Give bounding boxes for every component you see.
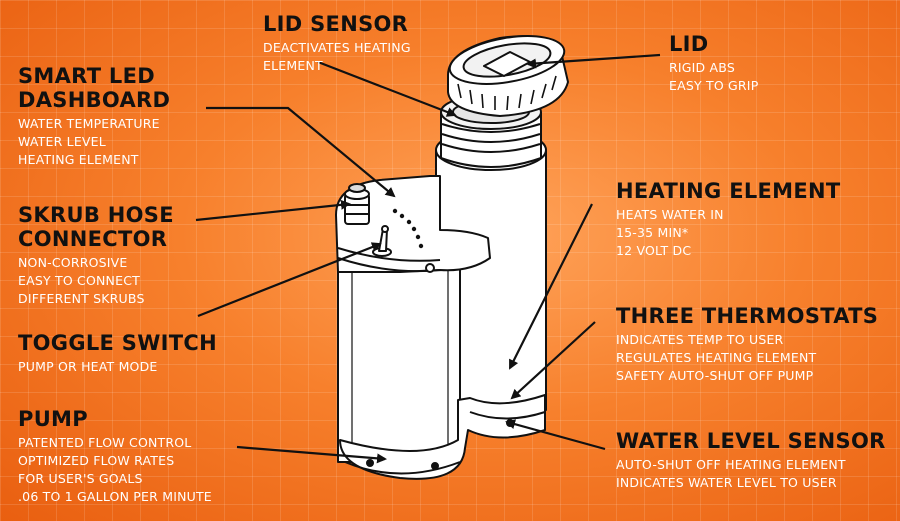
toggle-leader xyxy=(197,242,382,318)
hose-connector xyxy=(344,183,370,225)
pump-leader xyxy=(236,445,387,464)
lid-line: RIGID ABS xyxy=(669,60,735,75)
device-base xyxy=(339,394,546,480)
dashboard-leader xyxy=(206,106,396,198)
lid xyxy=(447,35,569,117)
heating-leader xyxy=(509,203,593,370)
lid-sensor-title: LID SENSOR xyxy=(263,12,409,36)
water-level-line: AUTO-SHUT OFF HEATING ELEMENT xyxy=(616,457,846,472)
thermostats-line: INDICATES TEMP TO USER xyxy=(616,332,784,347)
water-level-leader xyxy=(505,419,606,451)
dashboard-title-line: DASHBOARD xyxy=(18,88,171,112)
water-level-title: WATER LEVEL SENSOR xyxy=(616,429,886,453)
hose-line: EASY TO CONNECT xyxy=(18,273,140,288)
lid-sensor-callout: LID SENSOR DEACTIVATES HEATING ELEMENT xyxy=(263,12,411,75)
toggle-switch-callout: TOGGLE SWITCH PUMP OR HEAT MODE xyxy=(18,331,217,376)
pump-line: .06 TO 1 GALLON PER MINUTE xyxy=(18,489,212,504)
three-thermostats-callout: THREE THERMOSTATS INDICATES TEMP TO USER… xyxy=(616,304,878,385)
toggle-line: PUMP OR HEAT MODE xyxy=(18,359,158,374)
pump-line: OPTIMIZED FLOW RATES xyxy=(18,453,175,468)
water-level-line: INDICATES WATER LEVEL TO USER xyxy=(616,475,837,490)
water-level-sensor-callout: WATER LEVEL SENSOR AUTO-SHUT OFF HEATING… xyxy=(616,429,886,492)
heating-line: 15-35 MIN* xyxy=(616,225,689,240)
pump-tank xyxy=(337,254,461,463)
dashboard-title-line: SMART LED xyxy=(18,64,155,88)
hose-title-line: SKRUB HOSE xyxy=(18,203,174,227)
lid-sensor-line: DEACTIVATES HEATING xyxy=(263,40,411,55)
skrub-hose-connector-callout: SKRUB HOSE CONNECTOR NON-CORROSIVE EASY … xyxy=(18,203,174,308)
heating-title: HEATING ELEMENT xyxy=(616,179,841,203)
heating-element-callout: HEATING ELEMENT HEATS WATER IN 15-35 MIN… xyxy=(616,179,841,260)
dashboard-line: WATER LEVEL xyxy=(18,134,106,149)
toggle-title: TOGGLE SWITCH xyxy=(18,331,218,355)
lid-callout: LID RIGID ABS EASY TO GRIP xyxy=(669,32,758,95)
lid-leader xyxy=(526,53,661,69)
hose-leader xyxy=(195,199,351,222)
lid-sensor-line: ELEMENT xyxy=(263,58,323,73)
pump-title: PUMP xyxy=(18,407,88,431)
lid-sensor-leader xyxy=(317,60,457,117)
dashboard-line: HEATING ELEMENT xyxy=(18,152,139,167)
hose-line: DIFFERENT SKRUBS xyxy=(18,291,145,306)
heating-line: 12 VOLT DC xyxy=(616,243,692,258)
lid-line: EASY TO GRIP xyxy=(669,78,759,93)
dashboard-line: WATER TEMPERATURE xyxy=(18,116,160,131)
pump-callout: PUMP PATENTED FLOW CONTROL OPTIMIZED FLO… xyxy=(18,407,212,506)
hose-line: NON-CORROSIVE xyxy=(18,255,128,270)
smart-led-dashboard-callout: SMART LED DASHBOARD WATER TEMPERATURE WA… xyxy=(18,64,170,169)
pump-line: FOR USER'S GOALS xyxy=(18,471,143,486)
pump-line: PATENTED FLOW CONTROL xyxy=(18,435,192,450)
heating-line: HEATS WATER IN xyxy=(616,207,724,222)
thermostats-title: THREE THERMOSTATS xyxy=(616,304,879,328)
lid-title: LID xyxy=(669,32,709,56)
thermostats-line: REGULATES HEATING ELEMENT xyxy=(616,350,817,365)
thermostats-leader xyxy=(510,321,596,400)
thermostats-line: SAFETY AUTO-SHUT OFF PUMP xyxy=(616,368,814,383)
led-dots xyxy=(392,208,424,249)
hose-title-line: CONNECTOR xyxy=(18,227,168,251)
